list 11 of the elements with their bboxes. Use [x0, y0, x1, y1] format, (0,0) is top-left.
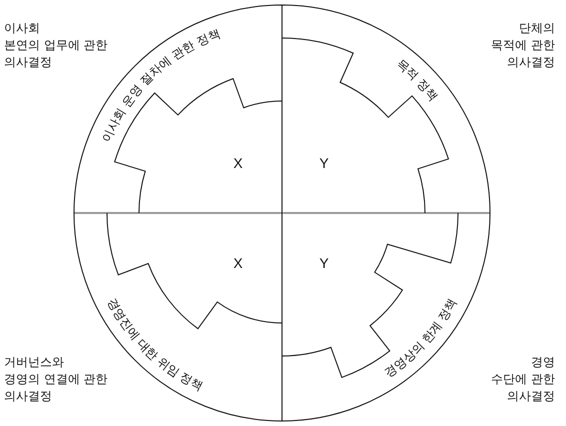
quadrant-caption: 단체의 목적에 관한 의사결정: [491, 20, 555, 71]
quadrant-caption: 이사회 본연의 업무에 관한 의사결정: [4, 20, 108, 71]
quadrant-caption: 거버넌스와 경영의 연결에 관한 의사결정: [4, 354, 108, 405]
curved-label: 목적 정책: [393, 56, 440, 104]
quadrant-sector: [282, 5, 490, 213]
region-label: X: [233, 156, 243, 170]
quadrant-sector: [282, 213, 490, 421]
quadrant-caption: 경영 수단에 관한 의사결정: [491, 354, 555, 405]
region-label: Y: [319, 256, 329, 270]
region-label: Y: [319, 156, 329, 170]
region-label: X: [233, 256, 243, 270]
